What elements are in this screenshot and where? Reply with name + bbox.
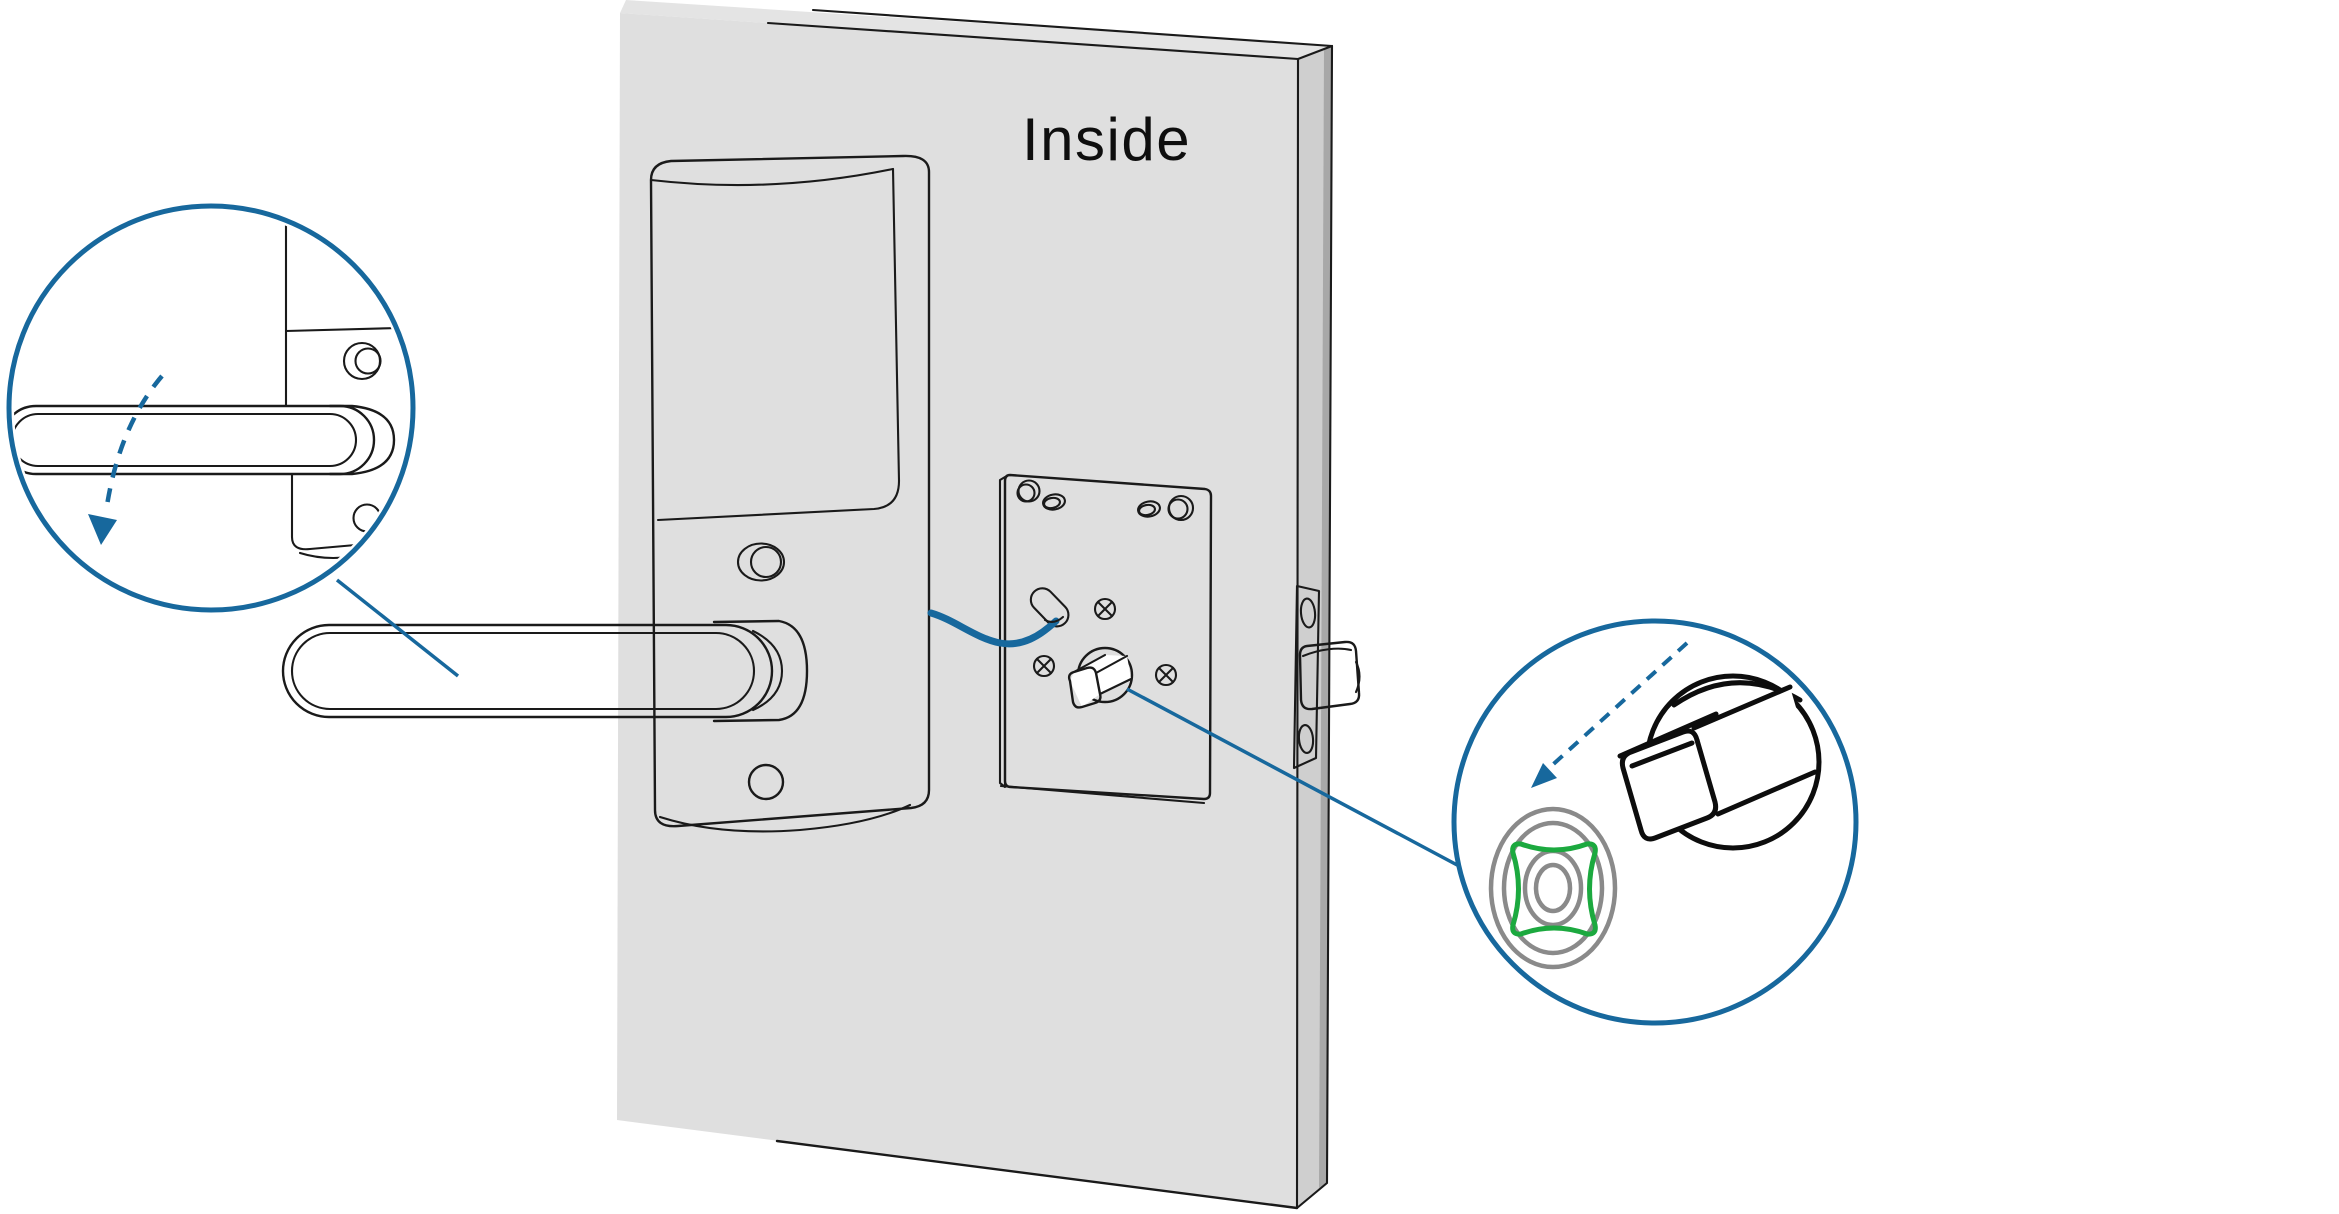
wire-slot [1029,587,1070,628]
cross-bore-rings [1488,806,1618,970]
door-side-label: Inside [1022,106,1191,173]
wire-slot-depth-line [1043,615,1065,623]
battery-cover-top-edge [649,167,895,187]
rotate-handle-arrow-icon [103,374,164,513]
handle-hub [712,619,809,723]
plate-slot-hole-inner [1043,496,1061,510]
callout-handle [14,404,376,476]
door-front-face [617,13,1298,1208]
phillips-screw [1154,663,1178,687]
latch-assembly [1292,584,1361,770]
callout-handle-inner-line [14,412,358,468]
plate-slot-hole-inner [1138,503,1156,517]
faceplate-screw-hole-bottom [1297,723,1315,755]
callout-circle-left [6,203,416,613]
insert-spindle-arrow-icon [1546,641,1689,771]
lock-cylinder-inner [749,545,783,579]
door: Inside [617,0,1334,1210]
lock-bottom-screw-hole [747,763,785,801]
lock-body [649,154,931,828]
lock-cylinder-oval [736,542,786,582]
rotate-arrowhead-icon [88,514,117,545]
callout-handle-rotation [6,203,416,613]
door-edge-shadow [1319,46,1332,1188]
gasket-highlight [1510,841,1598,937]
door-top-face [620,0,1332,59]
latch-bolt-bevel-line [1301,647,1353,658]
faceplate-screw-hole-top [1299,597,1317,629]
phillips-screw [1032,654,1056,678]
callout-handle-hub [328,404,396,476]
callout-leader-line-right [1126,687,1460,868]
interior-lock-unit [281,154,931,833]
latch-bolt-notch [1354,660,1361,694]
insert-arrowhead-icon [1531,763,1557,788]
spindle-detail [1617,673,1822,851]
plate-hole-inner [1167,498,1189,520]
mounting-plate [927,473,1213,805]
plate-face [1003,473,1213,801]
plate-hole-inner [1016,483,1036,503]
door-handle-inner-line [290,631,756,711]
lock-body-bottom-bevel [658,803,912,833]
spindle-end-face [1067,666,1102,709]
phillips-screw [1093,597,1117,621]
connector-wire [927,609,1060,648]
latch-bolt [1298,640,1361,711]
door-handle [281,623,774,719]
latch-faceplate [1292,584,1321,770]
handle-hub-inner-arc [751,629,784,712]
callout-circle-right [1451,618,1859,1026]
battery-cover-right-edge [656,167,901,522]
callout-leader-line-left [335,578,460,678]
callout-spindle-insertion [1451,618,1859,1026]
